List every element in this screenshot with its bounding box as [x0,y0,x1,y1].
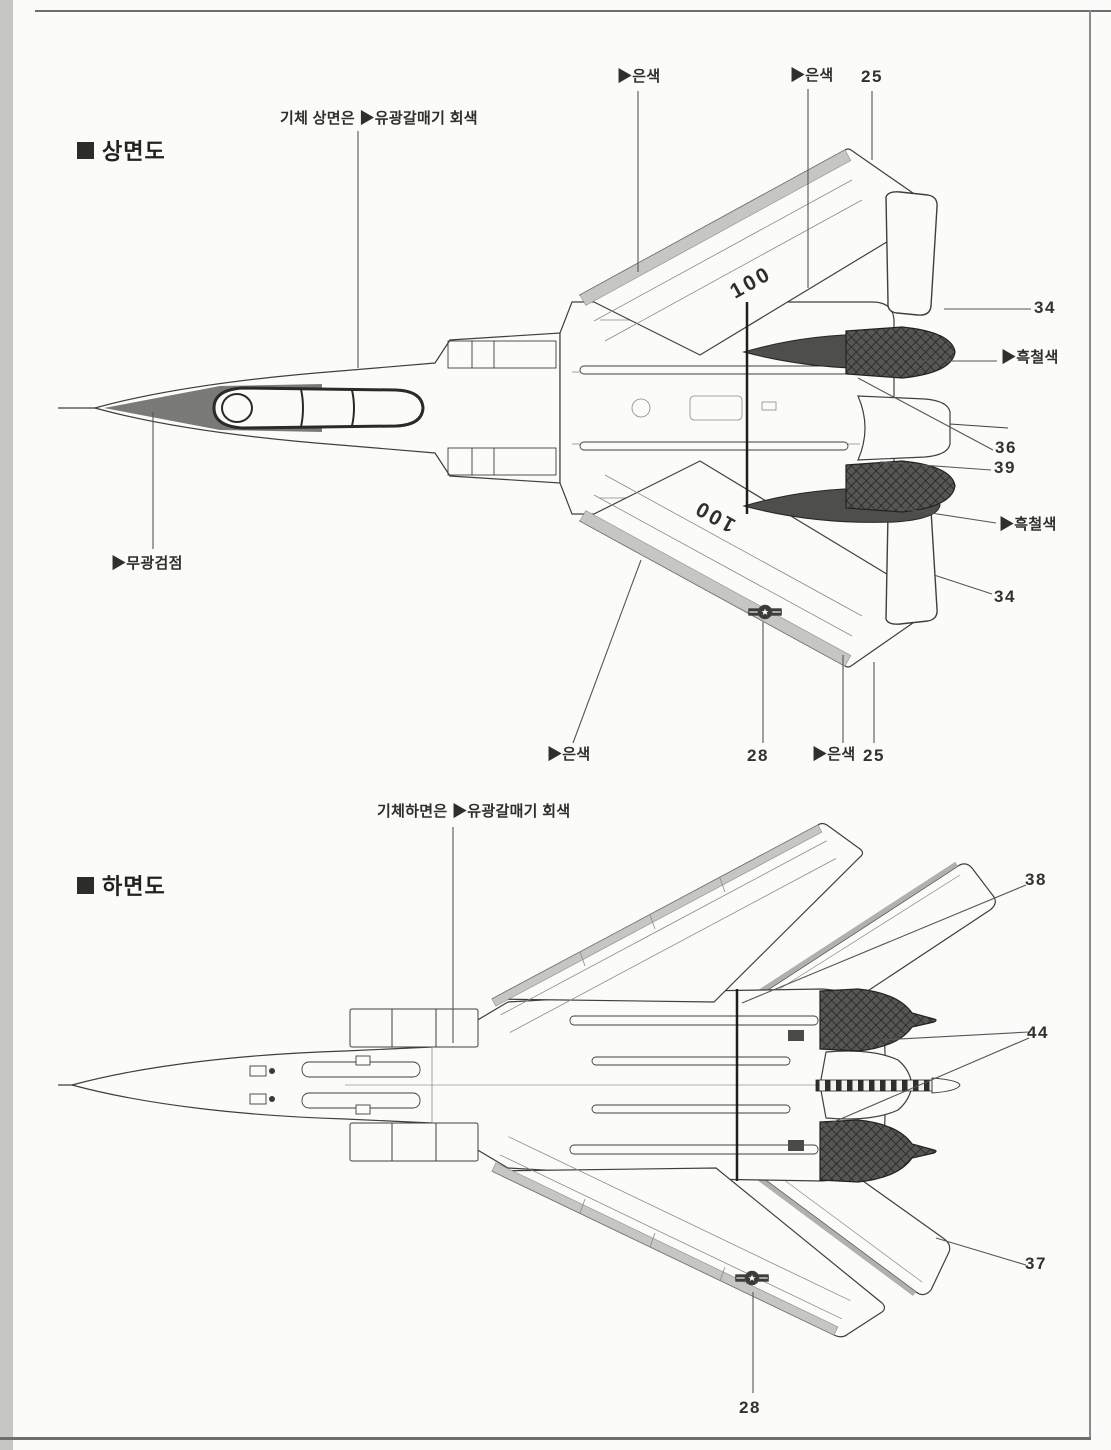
leader-lines [152,89,1031,1393]
vertical-fin-upper [885,191,938,316]
section-title-top-view: 상면도 [77,134,166,166]
stabilizer-lower-bottomview [749,1155,951,1296]
callout-part-39: 39 [994,458,1016,477]
exhaust-nozzle-lower [845,460,956,513]
callout-part-25-lower: 25 [863,746,885,765]
callout-part-37: 37 [1025,1254,1047,1273]
tail-cone [857,395,1009,461]
callout-part-34-upper: 34 [1034,298,1056,317]
silver-leading-edge-band [579,510,852,667]
callout-silver-lower-right: ▶은색 [812,746,856,763]
callout-gunmetal-upper: ▶흑철색 [1001,349,1059,366]
callout-flat-black-dot: ▶무광검점 [111,555,183,572]
intake-ramps [447,340,557,476]
section-title-text: 하면도 [102,874,166,899]
top-view-drawing: 100 100 [58,148,1009,668]
arrestor-hook-tip [931,1077,961,1094]
callout-part-36: 36 [995,438,1017,457]
page-frame-top [35,10,1111,12]
right-wing-bottom [491,822,864,1033]
section-square-icon [77,876,94,894]
exhaust-nozzle-upper [845,326,956,379]
callout-part-28-bottom-view: 28 [739,1398,761,1417]
section-square-icon [77,141,94,159]
callout-top-surface-color: 기체 상면은 ▶유광갈매기 회색 [280,110,478,127]
wing-glove-boxes [349,1008,479,1162]
callout-part-44: 44 [1027,1023,1049,1042]
section-title-text: 상면도 [102,139,166,164]
callout-gunmetal-lower: ▶흑철색 [999,516,1057,533]
scan-edge [0,0,13,1450]
callout-part-38: 38 [1025,870,1047,889]
silver-leading-edge-band [579,149,852,306]
wing-seal-upper [579,365,849,375]
exhaust-nozzle-upper [819,988,937,1052]
callout-part-25-upper: 25 [861,67,883,86]
missile-rails [569,1015,819,1155]
underside-details [249,1047,818,1123]
callout-silver-upper-right: ▶은색 [790,67,834,84]
page-frame-bottom [0,1437,1091,1440]
stabilizer-upper-bottomview [749,861,996,1009]
silver-leading-edge-band [491,824,823,1007]
arrestor-hook-stripes [815,1079,933,1092]
callout-silver-lower-left: ▶은색 [547,746,591,763]
wing-seal-lower [579,441,849,451]
callout-bottom-surface-color: 기체하면은 ▶유광갈매기 회색 [377,803,571,820]
cockpit-canopy [212,386,425,430]
exhaust-nozzle-lower [819,1119,937,1183]
section-title-bottom-view: 하면도 [77,869,166,901]
callout-part-34-lower: 34 [994,587,1016,606]
left-wing-bottom [491,1136,886,1338]
callout-part-28-top-view: 28 [747,746,769,765]
bottom-view-drawing [58,822,996,1338]
tail-cone-bottom [788,1030,961,1151]
callout-silver-upper-left: ▶은색 [617,68,661,85]
page-frame-right [1089,10,1091,1440]
